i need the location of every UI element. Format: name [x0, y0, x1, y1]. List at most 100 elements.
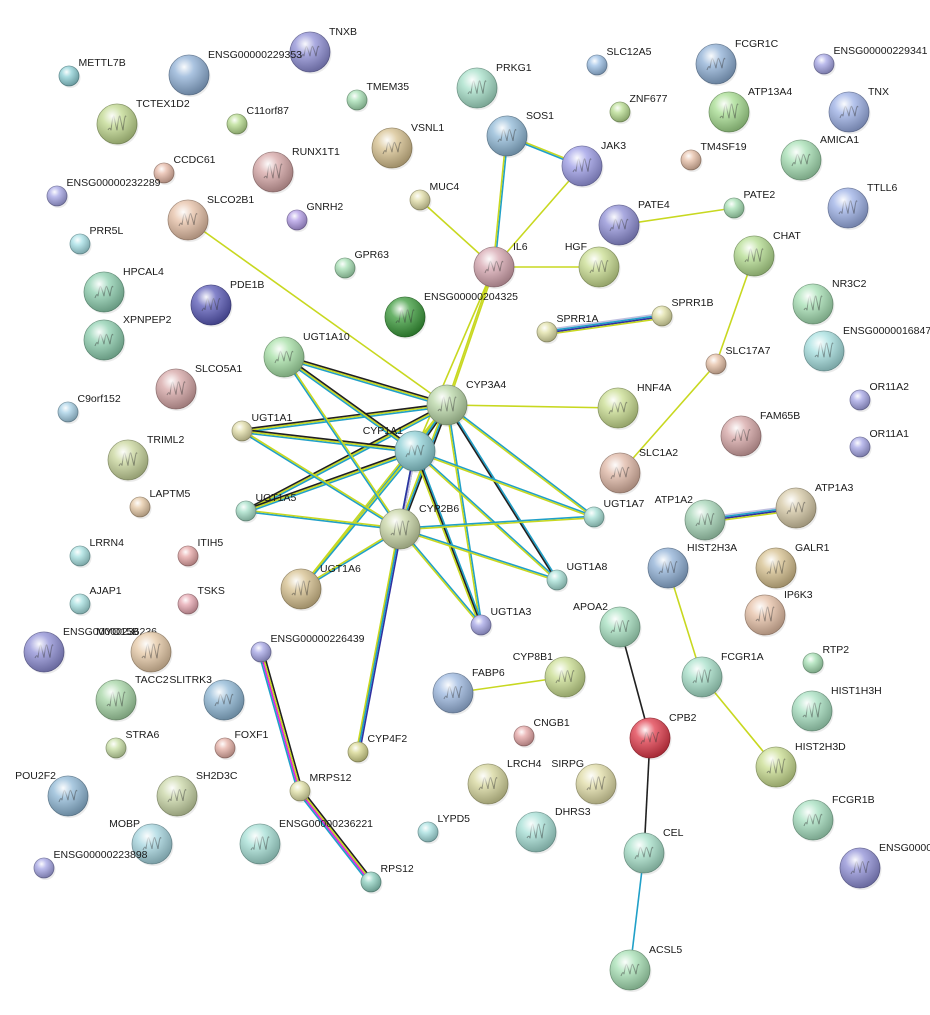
node-CEL[interactable]: CEL	[623, 827, 684, 875]
node-HGF[interactable]: HGF	[565, 241, 621, 289]
node-ENSG00000168477[interactable]: ENSG00000168477	[803, 325, 930, 373]
node-CPB2[interactable]: CPB2	[629, 712, 697, 760]
node-SPRR1B[interactable]: SPRR1B	[651, 297, 714, 328]
node-ENSG00000223898[interactable]: ENSG00000223898	[33, 849, 148, 880]
node-TMEM35[interactable]: TMEM35	[346, 81, 409, 112]
node-ZNF677[interactable]: ZNF677	[609, 93, 668, 124]
node-C9orf152[interactable]: C9orf152	[57, 393, 121, 424]
node-HIST2H3D[interactable]: HIST2H3D	[755, 741, 846, 789]
node-OR11A1[interactable]: OR11A1	[849, 428, 909, 459]
node-CYP4F2[interactable]: CYP4F2	[347, 733, 407, 764]
node-TTLL6[interactable]: TTLL6	[827, 182, 898, 230]
node-CYP2B6[interactable]: CYP2B6	[379, 503, 459, 551]
node-UGT1A6[interactable]: UGT1A6	[280, 563, 361, 611]
node-ATP1A2[interactable]: ATP1A2	[655, 494, 727, 542]
node-IL6[interactable]: IL6	[473, 241, 528, 289]
node-RUNX1T1[interactable]: RUNX1T1	[252, 146, 340, 194]
node-FABP6[interactable]: FABP6	[432, 667, 505, 715]
node-ENSG00000229341[interactable]: ENSG00000229341	[813, 45, 928, 76]
node-HIST2H3A[interactable]: HIST2H3A	[647, 542, 737, 590]
node-AJAP1[interactable]: AJAP1	[69, 585, 122, 616]
node-SOS1[interactable]: SOS1	[486, 110, 554, 158]
node-FCGR1A[interactable]: FCGR1A	[681, 651, 764, 699]
node-MRPS12[interactable]: MRPS12	[289, 772, 352, 803]
node-SLITRK3[interactable]: SLITRK3	[169, 674, 246, 722]
node-TM4SF19[interactable]: TM4SF19	[680, 141, 747, 172]
node-JAK3[interactable]: JAK3	[561, 140, 626, 188]
node-UGT1A3[interactable]: UGT1A3	[470, 606, 532, 637]
node-MUC4[interactable]: MUC4	[409, 181, 459, 212]
node-ACSL5[interactable]: ACSL5	[609, 944, 682, 992]
node-LAPTM5[interactable]: LAPTM5	[129, 488, 191, 519]
node-GPR63[interactable]: GPR63	[334, 249, 389, 280]
node-POU2F2[interactable]: POU2F2	[15, 770, 90, 818]
node-FCGR1C[interactable]: FCGR1C	[695, 38, 779, 86]
node-APOA2[interactable]: APOA2	[573, 601, 642, 649]
node-XPNPEP2[interactable]: XPNPEP2	[83, 314, 172, 362]
node-PATE4[interactable]: PATE4	[598, 199, 670, 247]
node-SLC17A7[interactable]: SLC17A7	[705, 345, 771, 376]
node-IP6K3[interactable]: IP6K3	[744, 589, 813, 637]
node-ENSG00000204325[interactable]: ENSG00000204325	[384, 291, 518, 339]
node-MOBP[interactable]: MOBP	[109, 818, 174, 866]
node-SIRPG[interactable]: SIRPG	[551, 758, 618, 806]
node-GALR1[interactable]: GALR1	[755, 542, 830, 590]
node-PATE2[interactable]: PATE2	[723, 189, 775, 220]
node-FCGR1B[interactable]: FCGR1B	[792, 794, 875, 842]
node-OR11A2[interactable]: OR11A2	[849, 381, 909, 412]
node-ENSG00000226439[interactable]: ENSG00000226439	[250, 633, 365, 664]
node-VSNL1[interactable]: VSNL1	[371, 122, 444, 170]
node-UGT1A5[interactable]: UGT1A5	[235, 492, 297, 523]
node-SH2D3C[interactable]: SH2D3C	[156, 770, 238, 818]
node-GNRH2[interactable]: GNRH2	[286, 201, 343, 232]
node-LRCH4[interactable]: LRCH4	[467, 758, 542, 806]
node-ENSG00000236236[interactable]: ENSG00000236236	[23, 626, 157, 674]
node-ATP1A3[interactable]: ATP1A3	[775, 482, 853, 530]
node-PDE1B[interactable]: PDE1B	[190, 279, 264, 327]
node-ITIH5[interactable]: ITIH5	[177, 537, 223, 568]
node-LYPD5[interactable]: LYPD5	[417, 813, 470, 844]
node-MYO15B[interactable]: MYO15B	[96, 626, 173, 674]
node-SLCO5A1[interactable]: SLCO5A1	[155, 363, 242, 411]
node-RPS12[interactable]: RPS12	[360, 863, 414, 894]
node-SPRR1A[interactable]: SPRR1A	[536, 313, 599, 344]
node-C11orf87[interactable]: C11orf87	[226, 105, 289, 136]
node-TNXB[interactable]: TNXB	[289, 26, 357, 74]
node-CHAT[interactable]: CHAT	[733, 230, 801, 278]
node-LRRN4[interactable]: LRRN4	[69, 537, 124, 568]
node-ENSG00000232289[interactable]: ENSG00000232289	[46, 177, 161, 208]
node-ENSG00000236221[interactable]: ENSG00000236221	[239, 818, 373, 866]
node-FAM65B[interactable]: FAM65B	[720, 410, 800, 458]
node-TRIML2[interactable]: TRIML2	[107, 434, 185, 482]
node-NR3C2[interactable]: NR3C2	[792, 278, 867, 326]
node-METTL7B[interactable]: METTL7B	[58, 57, 126, 88]
node-TSKS[interactable]: TSKS	[177, 585, 225, 616]
node-CYP3A4[interactable]: CYP3A4	[426, 379, 506, 427]
node-CCDC61[interactable]: CCDC61	[153, 154, 216, 185]
node-HNF4A[interactable]: HNF4A	[597, 382, 671, 430]
node-PRKG1[interactable]: PRKG1	[456, 62, 532, 110]
node-HIST1H3H[interactable]: HIST1H3H	[791, 685, 882, 733]
node-UGT1A7[interactable]: UGT1A7	[583, 498, 645, 529]
node-UGT1A1[interactable]: UGT1A1	[231, 412, 293, 443]
node-PRR5L[interactable]: PRR5L	[69, 225, 124, 256]
node-ENSG00000229353[interactable]: ENSG00000229353	[168, 49, 302, 97]
node-FOXF1[interactable]: FOXF1	[214, 729, 268, 760]
node-HPCAL4[interactable]: HPCAL4	[83, 266, 164, 314]
node-ATP13A4[interactable]: ATP13A4	[708, 86, 792, 134]
node-SLC1A2[interactable]: SLC1A2	[599, 447, 678, 495]
node-TCTEX1D2[interactable]: TCTEX1D2	[96, 98, 190, 146]
node-UGT1A10[interactable]: UGT1A10	[263, 331, 350, 379]
node-TNX[interactable]: TNX	[828, 86, 889, 134]
node-ENSG00000[interactable]: ENSG00000	[839, 842, 930, 890]
node-DHRS3[interactable]: DHRS3	[515, 806, 591, 854]
node-SLCO2B1[interactable]: SLCO2B1	[167, 194, 254, 242]
node-STRA6[interactable]: STRA6	[105, 729, 160, 760]
node-AMICA1[interactable]: AMICA1	[780, 134, 859, 182]
node-TACC2[interactable]: TACC2	[95, 674, 169, 722]
node-RTP2[interactable]: RTP2	[802, 644, 849, 675]
node-UGT1A8[interactable]: UGT1A8	[546, 561, 608, 592]
node-CNGB1[interactable]: CNGB1	[513, 717, 570, 748]
node-CYP8B1[interactable]: CYP8B1	[513, 651, 587, 699]
node-SLC12A5[interactable]: SLC12A5	[586, 46, 652, 77]
